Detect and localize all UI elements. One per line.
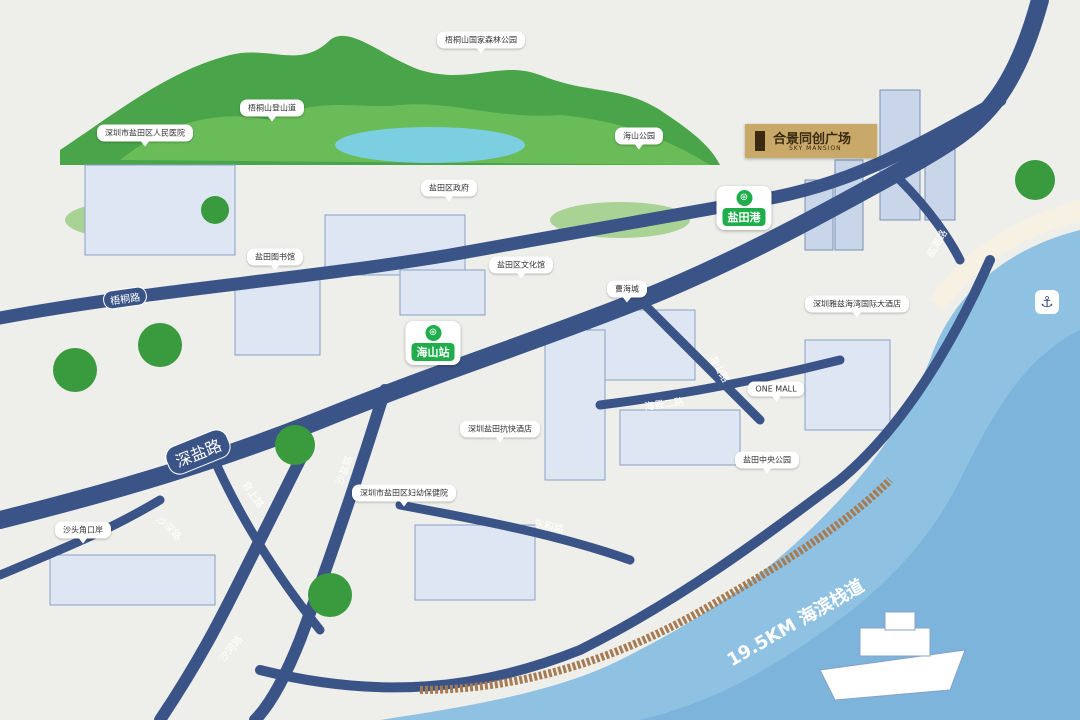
- label-library[interactable]: 盐田图书馆: [247, 248, 303, 271]
- road-haishan: [635, 295, 765, 425]
- project-label[interactable]: 合景同创广场 SKY MANSION: [745, 124, 877, 158]
- station-name: 海山站: [411, 343, 455, 361]
- project-logo-icon: [755, 131, 765, 151]
- project-name-cn: 合景同创广场: [773, 132, 852, 147]
- project-name-en: SKY MANSION: [789, 145, 842, 152]
- label-one-mall[interactable]: ONE MALL: [747, 381, 805, 402]
- station-name: 盐田港: [722, 208, 766, 226]
- label-maternity[interactable]: 深圳市盐田区妇幼保健院: [352, 484, 456, 507]
- reservoir: [335, 127, 525, 163]
- port-building: [49, 554, 216, 606]
- label-hotel[interactable]: 深圳雅兹海湾国际大酒店: [805, 295, 909, 318]
- hotel-tower: [544, 329, 606, 481]
- road-donghe: [395, 500, 635, 565]
- label-yantian-hospital[interactable]: 深圳市盐田区人民医院: [97, 124, 193, 147]
- cruise-ship: [819, 611, 966, 701]
- label-haishan-park[interactable]: 海山公园: [615, 127, 663, 150]
- station-yantian-port[interactable]: ⊛ 盐田港: [716, 186, 772, 230]
- culture-center-building: [399, 269, 486, 316]
- metro-icon: ⊛: [425, 325, 441, 341]
- road-wutong: [0, 93, 1007, 325]
- sea-deep: [640, 330, 1080, 720]
- coastal-road: [255, 255, 995, 693]
- library-building: [234, 279, 321, 356]
- maternity-building: [414, 524, 536, 601]
- hotel-building: [804, 339, 891, 431]
- label-culture-center[interactable]: 盐田区文化馆: [489, 256, 553, 279]
- label-wutongshan-trail[interactable]: 梧桐山登山道: [240, 99, 304, 122]
- one-mall-building: [619, 409, 741, 466]
- trees: [53, 160, 1055, 617]
- metro-icon: ⊛: [736, 190, 752, 206]
- label-shatoujiao-port[interactable]: 沙头角口岸: [55, 521, 111, 544]
- label-central-park[interactable]: 盐田中央公园: [735, 451, 799, 474]
- road-guanxia: [205, 445, 325, 635]
- label-caohai-city[interactable]: 曹海城: [607, 280, 647, 303]
- label-wutongshan-forest-park[interactable]: 梧桐山国家森林公园: [437, 31, 525, 54]
- road-shahe: [154, 454, 306, 720]
- boardwalk: [419, 477, 893, 694]
- label-express-hotel[interactable]: 深圳盐田抗快酒店: [460, 420, 540, 443]
- road-linhai: [895, 175, 965, 265]
- label-district-government[interactable]: 盐田区政府: [421, 179, 477, 202]
- station-haishan[interactable]: ⊛ 海山站: [405, 321, 461, 365]
